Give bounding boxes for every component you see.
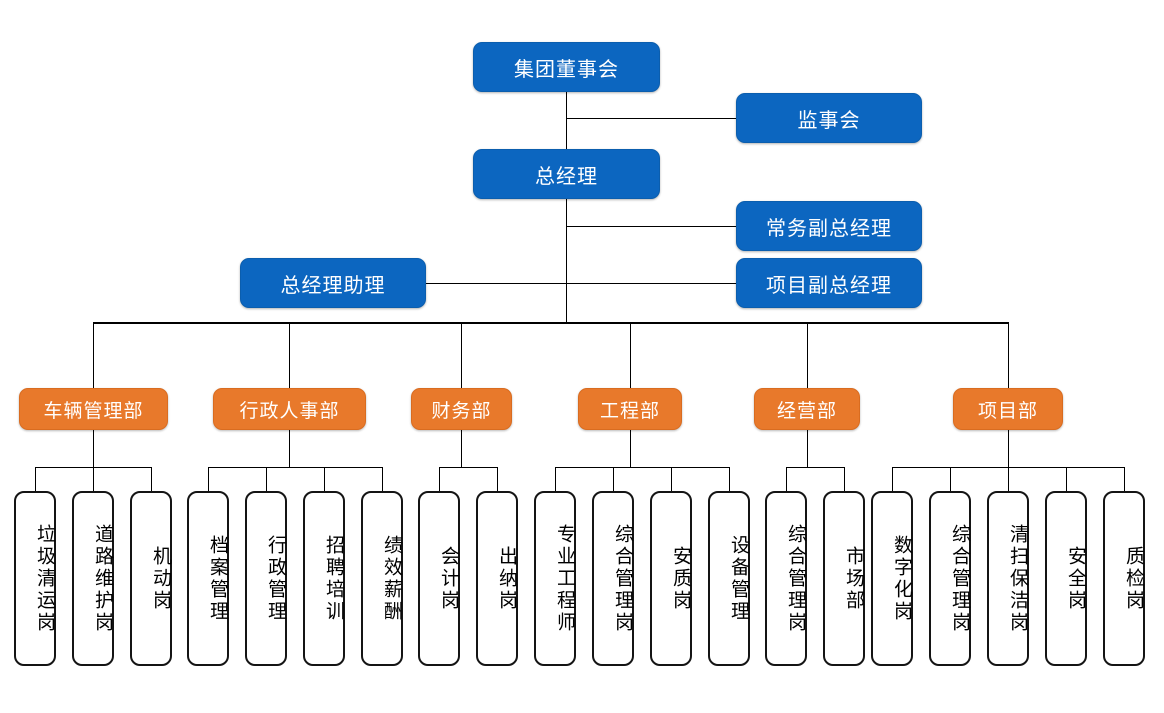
connector-gm-to-exec-vice-gm bbox=[566, 226, 736, 227]
connector-dept-2-stem bbox=[289, 430, 290, 467]
connector-dept-4-drop-4 bbox=[729, 467, 730, 491]
connector-dept-2-bar bbox=[208, 467, 383, 468]
connector-dept-5-drop-2 bbox=[844, 467, 845, 491]
connector-dept-1-stem bbox=[93, 430, 94, 467]
connector-dept-4-stem bbox=[630, 430, 631, 467]
node-position-administration[interactable]: 行政管理 bbox=[245, 491, 287, 666]
connector-dept-6-stem bbox=[1008, 430, 1009, 467]
department-bus bbox=[93, 322, 1009, 324]
connector-board-to-supervisory bbox=[566, 118, 736, 119]
connector-dept-1-drop-1 bbox=[35, 467, 36, 491]
connector-dept-4-bar bbox=[555, 467, 730, 468]
connector-dept-1-drop-2 bbox=[93, 467, 94, 491]
node-project-vice-gm[interactable]: 项目副总经理 bbox=[736, 258, 922, 308]
node-group-board[interactable]: 集团董事会 bbox=[473, 42, 660, 92]
connector-dept-2-drop-4 bbox=[382, 467, 383, 491]
node-position-safety[interactable]: 安全岗 bbox=[1045, 491, 1087, 666]
connector-dept-4-drop-3 bbox=[671, 467, 672, 491]
connector-gm-assistant bbox=[425, 283, 567, 284]
node-department-project[interactable]: 项目部 bbox=[953, 388, 1063, 430]
connector-bus-to-dept-6 bbox=[1008, 322, 1009, 388]
connector-dept-2-drop-3 bbox=[324, 467, 325, 491]
node-executive-vice-gm[interactable]: 常务副总经理 bbox=[736, 201, 922, 251]
connector-dept-6-drop-3 bbox=[1008, 467, 1009, 491]
node-department-operations[interactable]: 经营部 bbox=[754, 388, 860, 430]
connector-dept-3-drop-2 bbox=[497, 467, 498, 491]
connector-dept-4-drop-2 bbox=[613, 467, 614, 491]
connector-bus-to-dept-2 bbox=[289, 322, 290, 388]
node-position-road-maintenance[interactable]: 道路维护岗 bbox=[72, 491, 114, 666]
connector-dept-5-drop-1 bbox=[786, 467, 787, 491]
connector-bus-to-dept-4 bbox=[630, 322, 631, 388]
connector-board-to-gm bbox=[566, 92, 567, 152]
node-position-cashier[interactable]: 出纳岗 bbox=[476, 491, 518, 666]
connector-dept-1-drop-3 bbox=[151, 467, 152, 491]
connector-gm-to-bus bbox=[566, 198, 567, 322]
connector-gm-to-project-vice-gm bbox=[566, 283, 736, 284]
node-position-professional-engineer[interactable]: 专业工程师 bbox=[534, 491, 576, 666]
node-position-waste-transport[interactable]: 垃圾清运岗 bbox=[14, 491, 56, 666]
connector-bus-to-dept-1 bbox=[93, 322, 94, 388]
node-position-safety-quality[interactable]: 安质岗 bbox=[650, 491, 692, 666]
node-supervisory-board[interactable]: 监事会 bbox=[736, 93, 922, 143]
node-general-manager[interactable]: 总经理 bbox=[473, 149, 660, 199]
connector-dept-3-drop-1 bbox=[439, 467, 440, 491]
node-gm-assistant[interactable]: 总经理助理 bbox=[240, 258, 426, 308]
connector-dept-4-drop-1 bbox=[555, 467, 556, 491]
node-position-mobile-duty[interactable]: 机动岗 bbox=[130, 491, 172, 666]
node-department-vehicle-management[interactable]: 车辆管理部 bbox=[19, 388, 168, 430]
node-position-equipment-management[interactable]: 设备管理 bbox=[708, 491, 750, 666]
node-position-engineering-general-management[interactable]: 综合管理岗 bbox=[592, 491, 634, 666]
connector-dept-6-drop-4 bbox=[1066, 467, 1067, 491]
node-position-accounting[interactable]: 会计岗 bbox=[418, 491, 460, 666]
connector-dept-6-drop-5 bbox=[1124, 467, 1125, 491]
connector-dept-5-stem bbox=[807, 430, 808, 467]
node-position-cleaning[interactable]: 清扫保洁岗 bbox=[987, 491, 1029, 666]
connector-dept-2-drop-2 bbox=[266, 467, 267, 491]
node-position-quality-inspection[interactable]: 质检岗 bbox=[1103, 491, 1145, 666]
connector-dept-3-bar bbox=[439, 467, 498, 468]
node-position-archive-management[interactable]: 档案管理 bbox=[187, 491, 229, 666]
connector-bus-to-dept-5 bbox=[807, 322, 808, 388]
node-position-project-general-management[interactable]: 综合管理岗 bbox=[929, 491, 971, 666]
node-position-digitalization[interactable]: 数字化岗 bbox=[871, 491, 913, 666]
node-position-operations-general-management[interactable]: 综合管理岗 bbox=[765, 491, 807, 666]
connector-dept-6-drop-2 bbox=[950, 467, 951, 491]
connector-dept-2-drop-1 bbox=[208, 467, 209, 491]
connector-dept-6-drop-1 bbox=[892, 467, 893, 491]
node-department-finance[interactable]: 财务部 bbox=[411, 388, 512, 430]
connector-bus-to-dept-3 bbox=[461, 322, 462, 388]
connector-dept-5-bar bbox=[786, 467, 845, 468]
node-position-performance-compensation[interactable]: 绩效薪酬 bbox=[361, 491, 403, 666]
node-department-engineering[interactable]: 工程部 bbox=[578, 388, 682, 430]
node-position-marketing[interactable]: 市场部 bbox=[823, 491, 865, 666]
node-department-admin-hr[interactable]: 行政人事部 bbox=[213, 388, 366, 430]
node-position-recruitment-training[interactable]: 招聘培训 bbox=[303, 491, 345, 666]
connector-dept-3-stem bbox=[461, 430, 462, 467]
